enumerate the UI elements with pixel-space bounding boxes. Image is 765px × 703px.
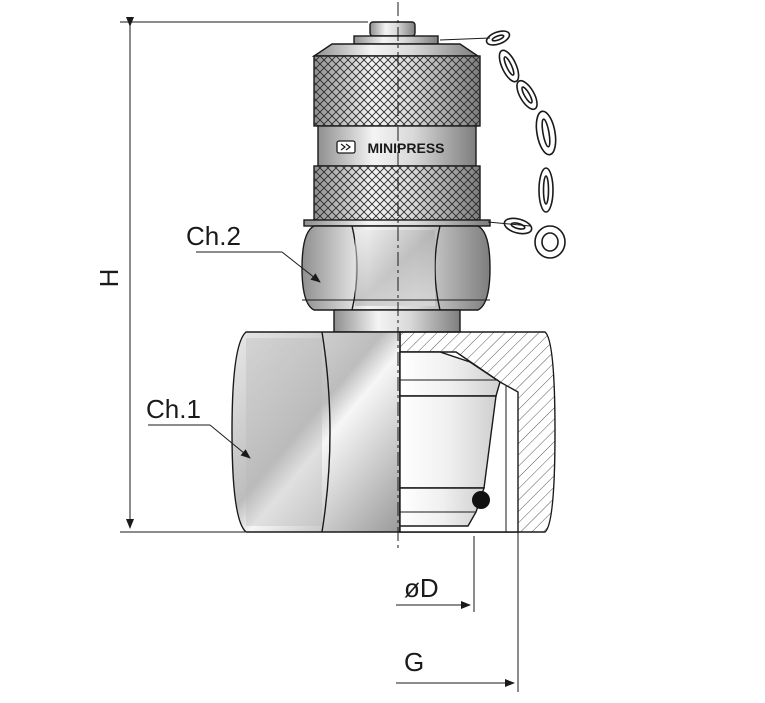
o-ring-icon bbox=[472, 491, 490, 509]
ch2-label: Ch.2 bbox=[186, 221, 241, 251]
cap-chain bbox=[485, 30, 566, 259]
hex-nut-ch2 bbox=[301, 225, 491, 311]
height-label: H bbox=[94, 269, 124, 288]
diameter-label: øD bbox=[404, 573, 439, 603]
neck bbox=[333, 309, 461, 333]
thread-dimension: G bbox=[396, 532, 519, 692]
diameter-dimension: øD bbox=[396, 536, 475, 612]
valve-insert bbox=[399, 351, 501, 527]
cap-assembly: MINIPRESS bbox=[303, 21, 531, 227]
ch2-callout: Ch.2 bbox=[186, 221, 321, 283]
height-dimension: H bbox=[94, 17, 368, 533]
body-hex-ch1 bbox=[231, 331, 556, 533]
ch1-label: Ch.1 bbox=[146, 394, 201, 424]
brand-name: MINIPRESS bbox=[367, 140, 444, 156]
ch1-callout: Ch.1 bbox=[146, 394, 251, 459]
minipress-logo-icon bbox=[336, 140, 356, 154]
thread-label: G bbox=[404, 647, 424, 677]
